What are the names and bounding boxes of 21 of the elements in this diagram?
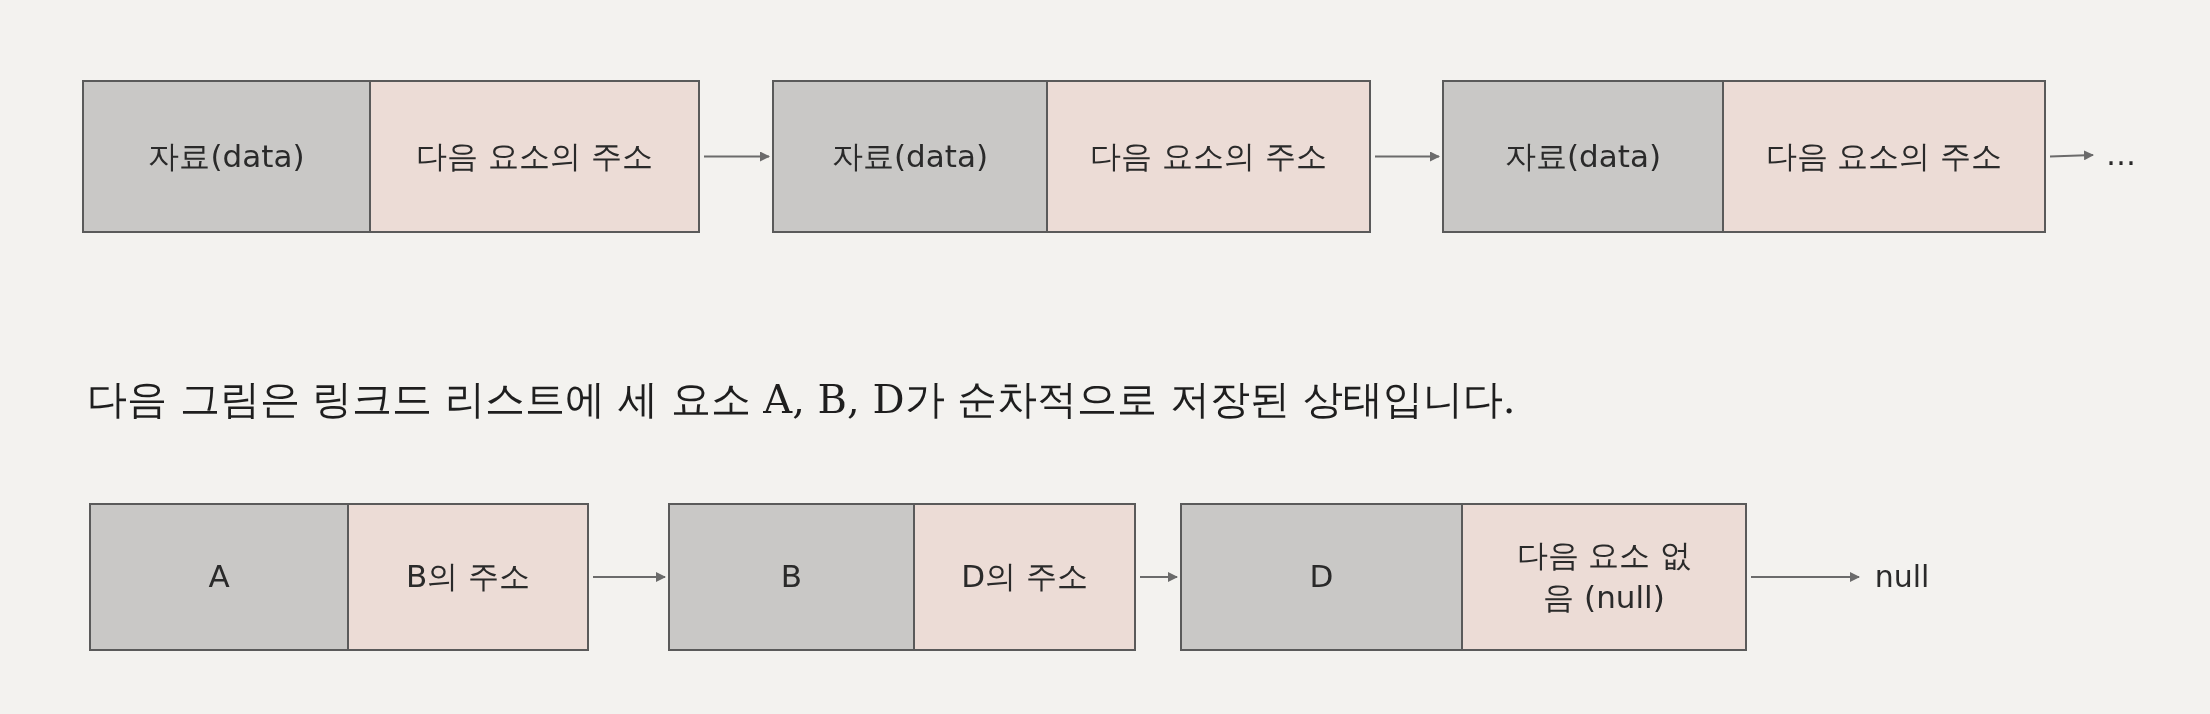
end-text: … xyxy=(2096,130,2146,180)
data-field: D xyxy=(1180,503,1463,651)
data-field: 자료(data) xyxy=(82,80,371,233)
arrow xyxy=(1750,572,1860,582)
address-field: B의 주소 xyxy=(347,503,589,651)
address-field: 다음 요소 없음 (null) xyxy=(1461,503,1747,651)
address-field: D의 주소 xyxy=(913,503,1136,651)
address-field: 다음 요소의 주소 xyxy=(369,80,700,233)
address-field: 다음 요소의 주소 xyxy=(1046,80,1371,233)
data-field: B xyxy=(668,503,915,651)
sentence: 다음 그림은 링크드 리스트에 세 요소 A, B, D가 순차적으로 저장된 상태입니다. xyxy=(87,375,1516,424)
arrow xyxy=(592,572,666,582)
arrow xyxy=(2049,150,2094,161)
address-field: 다음 요소의 주소 xyxy=(1722,80,2046,233)
arrow xyxy=(1374,151,1440,162)
data-field: 자료(data) xyxy=(772,80,1048,233)
end-text: null xyxy=(1862,552,1942,602)
arrow xyxy=(703,151,770,162)
arrow xyxy=(1139,572,1178,582)
data-field: 자료(data) xyxy=(1442,80,1724,233)
data-field: A xyxy=(89,503,349,651)
